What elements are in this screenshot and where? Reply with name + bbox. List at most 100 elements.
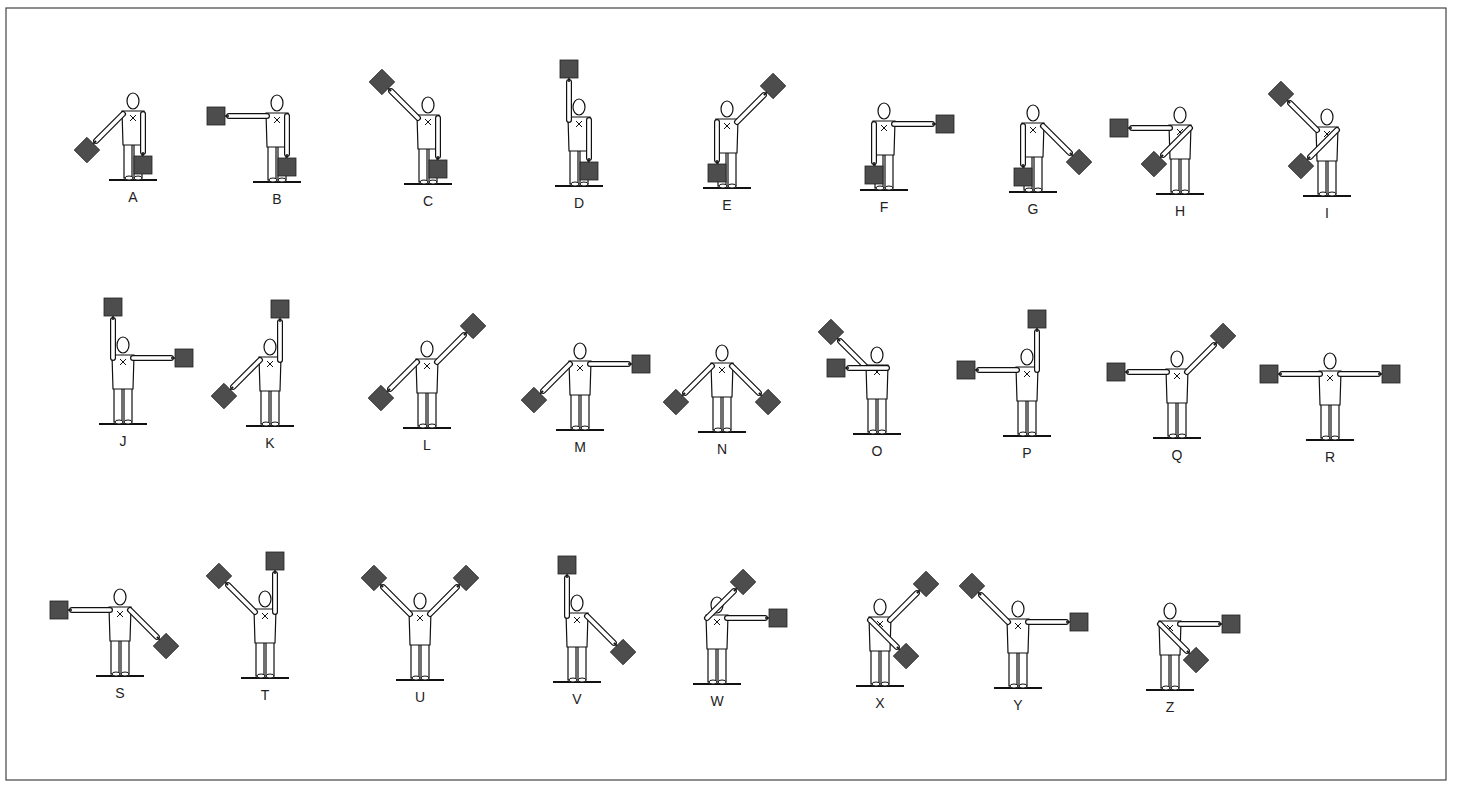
leg <box>1019 651 1027 686</box>
flag <box>453 565 478 590</box>
foot <box>412 676 420 680</box>
letter-label: U <box>415 689 425 705</box>
arm-outline <box>1290 103 1317 130</box>
arm <box>383 587 410 614</box>
arm-outline <box>1129 369 1167 375</box>
foot <box>581 426 589 430</box>
torso <box>259 357 281 391</box>
leg <box>1034 155 1042 190</box>
flag <box>663 389 688 414</box>
flag <box>368 385 393 410</box>
collar-cross <box>424 363 430 369</box>
flag <box>632 355 650 373</box>
leg <box>718 647 726 682</box>
letter-label: X <box>875 695 884 711</box>
foot <box>878 430 886 434</box>
signaller <box>207 95 301 182</box>
flag <box>1066 149 1091 174</box>
flag <box>936 115 954 133</box>
leg <box>428 391 436 426</box>
foot <box>572 426 580 430</box>
arm-outline <box>1282 371 1320 377</box>
signaller <box>959 573 1088 688</box>
collar-cross <box>724 123 730 129</box>
arm-outline <box>391 91 418 118</box>
flag <box>1288 153 1313 178</box>
torso <box>1007 619 1029 653</box>
foot <box>1028 432 1036 436</box>
foot <box>421 676 429 680</box>
signaller <box>206 552 289 678</box>
flag <box>207 107 225 125</box>
arm <box>141 114 145 152</box>
leg <box>1331 403 1339 438</box>
arm <box>587 120 591 158</box>
collar-cross <box>574 617 580 623</box>
torso <box>1166 369 1188 403</box>
arm <box>870 620 897 647</box>
flag <box>1183 647 1208 672</box>
arm <box>737 95 764 122</box>
signaller <box>693 569 787 684</box>
arm <box>872 124 876 162</box>
leg <box>1171 157 1179 192</box>
arm <box>1035 332 1039 370</box>
foot <box>115 420 123 424</box>
arm-outline <box>1310 130 1337 157</box>
leg <box>728 151 736 186</box>
arm <box>981 595 1008 622</box>
arm <box>96 114 123 141</box>
arm-outline <box>1028 619 1066 625</box>
arm-outline <box>228 585 255 612</box>
foot <box>719 184 727 188</box>
signaller <box>957 310 1051 436</box>
arm <box>685 366 712 393</box>
flag <box>369 69 394 94</box>
flag <box>104 298 122 316</box>
letter-label: Z <box>1166 699 1175 715</box>
letter-label: W <box>710 693 723 709</box>
signaller <box>1009 105 1092 192</box>
arm <box>1132 126 1170 130</box>
head <box>422 97 434 113</box>
flag <box>1141 151 1166 176</box>
collar-cross <box>117 611 123 617</box>
arm <box>1340 372 1378 376</box>
signaller <box>211 300 294 426</box>
leg <box>878 397 886 432</box>
arm-outline <box>272 574 278 612</box>
flag <box>211 383 236 408</box>
arm-outline <box>587 616 614 643</box>
head <box>721 101 733 117</box>
head <box>414 593 426 609</box>
flag <box>1107 363 1125 381</box>
signaller <box>860 103 954 190</box>
arm-outline <box>383 587 410 614</box>
flag <box>913 571 938 596</box>
arm-outline <box>390 362 417 389</box>
arm-outline <box>1034 332 1040 370</box>
arm <box>894 122 932 126</box>
signaller <box>1260 353 1400 440</box>
leg <box>1318 159 1326 194</box>
foot <box>885 186 893 190</box>
letter-label: G <box>1028 201 1039 217</box>
leg <box>1018 399 1026 434</box>
torso <box>1319 371 1341 405</box>
arm-outline <box>1020 126 1026 164</box>
flag <box>893 643 918 668</box>
flag <box>266 552 284 570</box>
arm-outline <box>714 122 720 160</box>
head <box>874 599 886 615</box>
arm <box>979 368 1017 372</box>
foot <box>121 672 129 676</box>
foot <box>124 420 132 424</box>
signaller <box>818 319 901 434</box>
arm-outline <box>229 113 267 119</box>
foot <box>881 682 889 686</box>
leg <box>418 391 426 426</box>
foot <box>125 176 133 180</box>
arm-outline <box>72 607 110 613</box>
flag <box>175 349 193 367</box>
head <box>716 345 728 361</box>
